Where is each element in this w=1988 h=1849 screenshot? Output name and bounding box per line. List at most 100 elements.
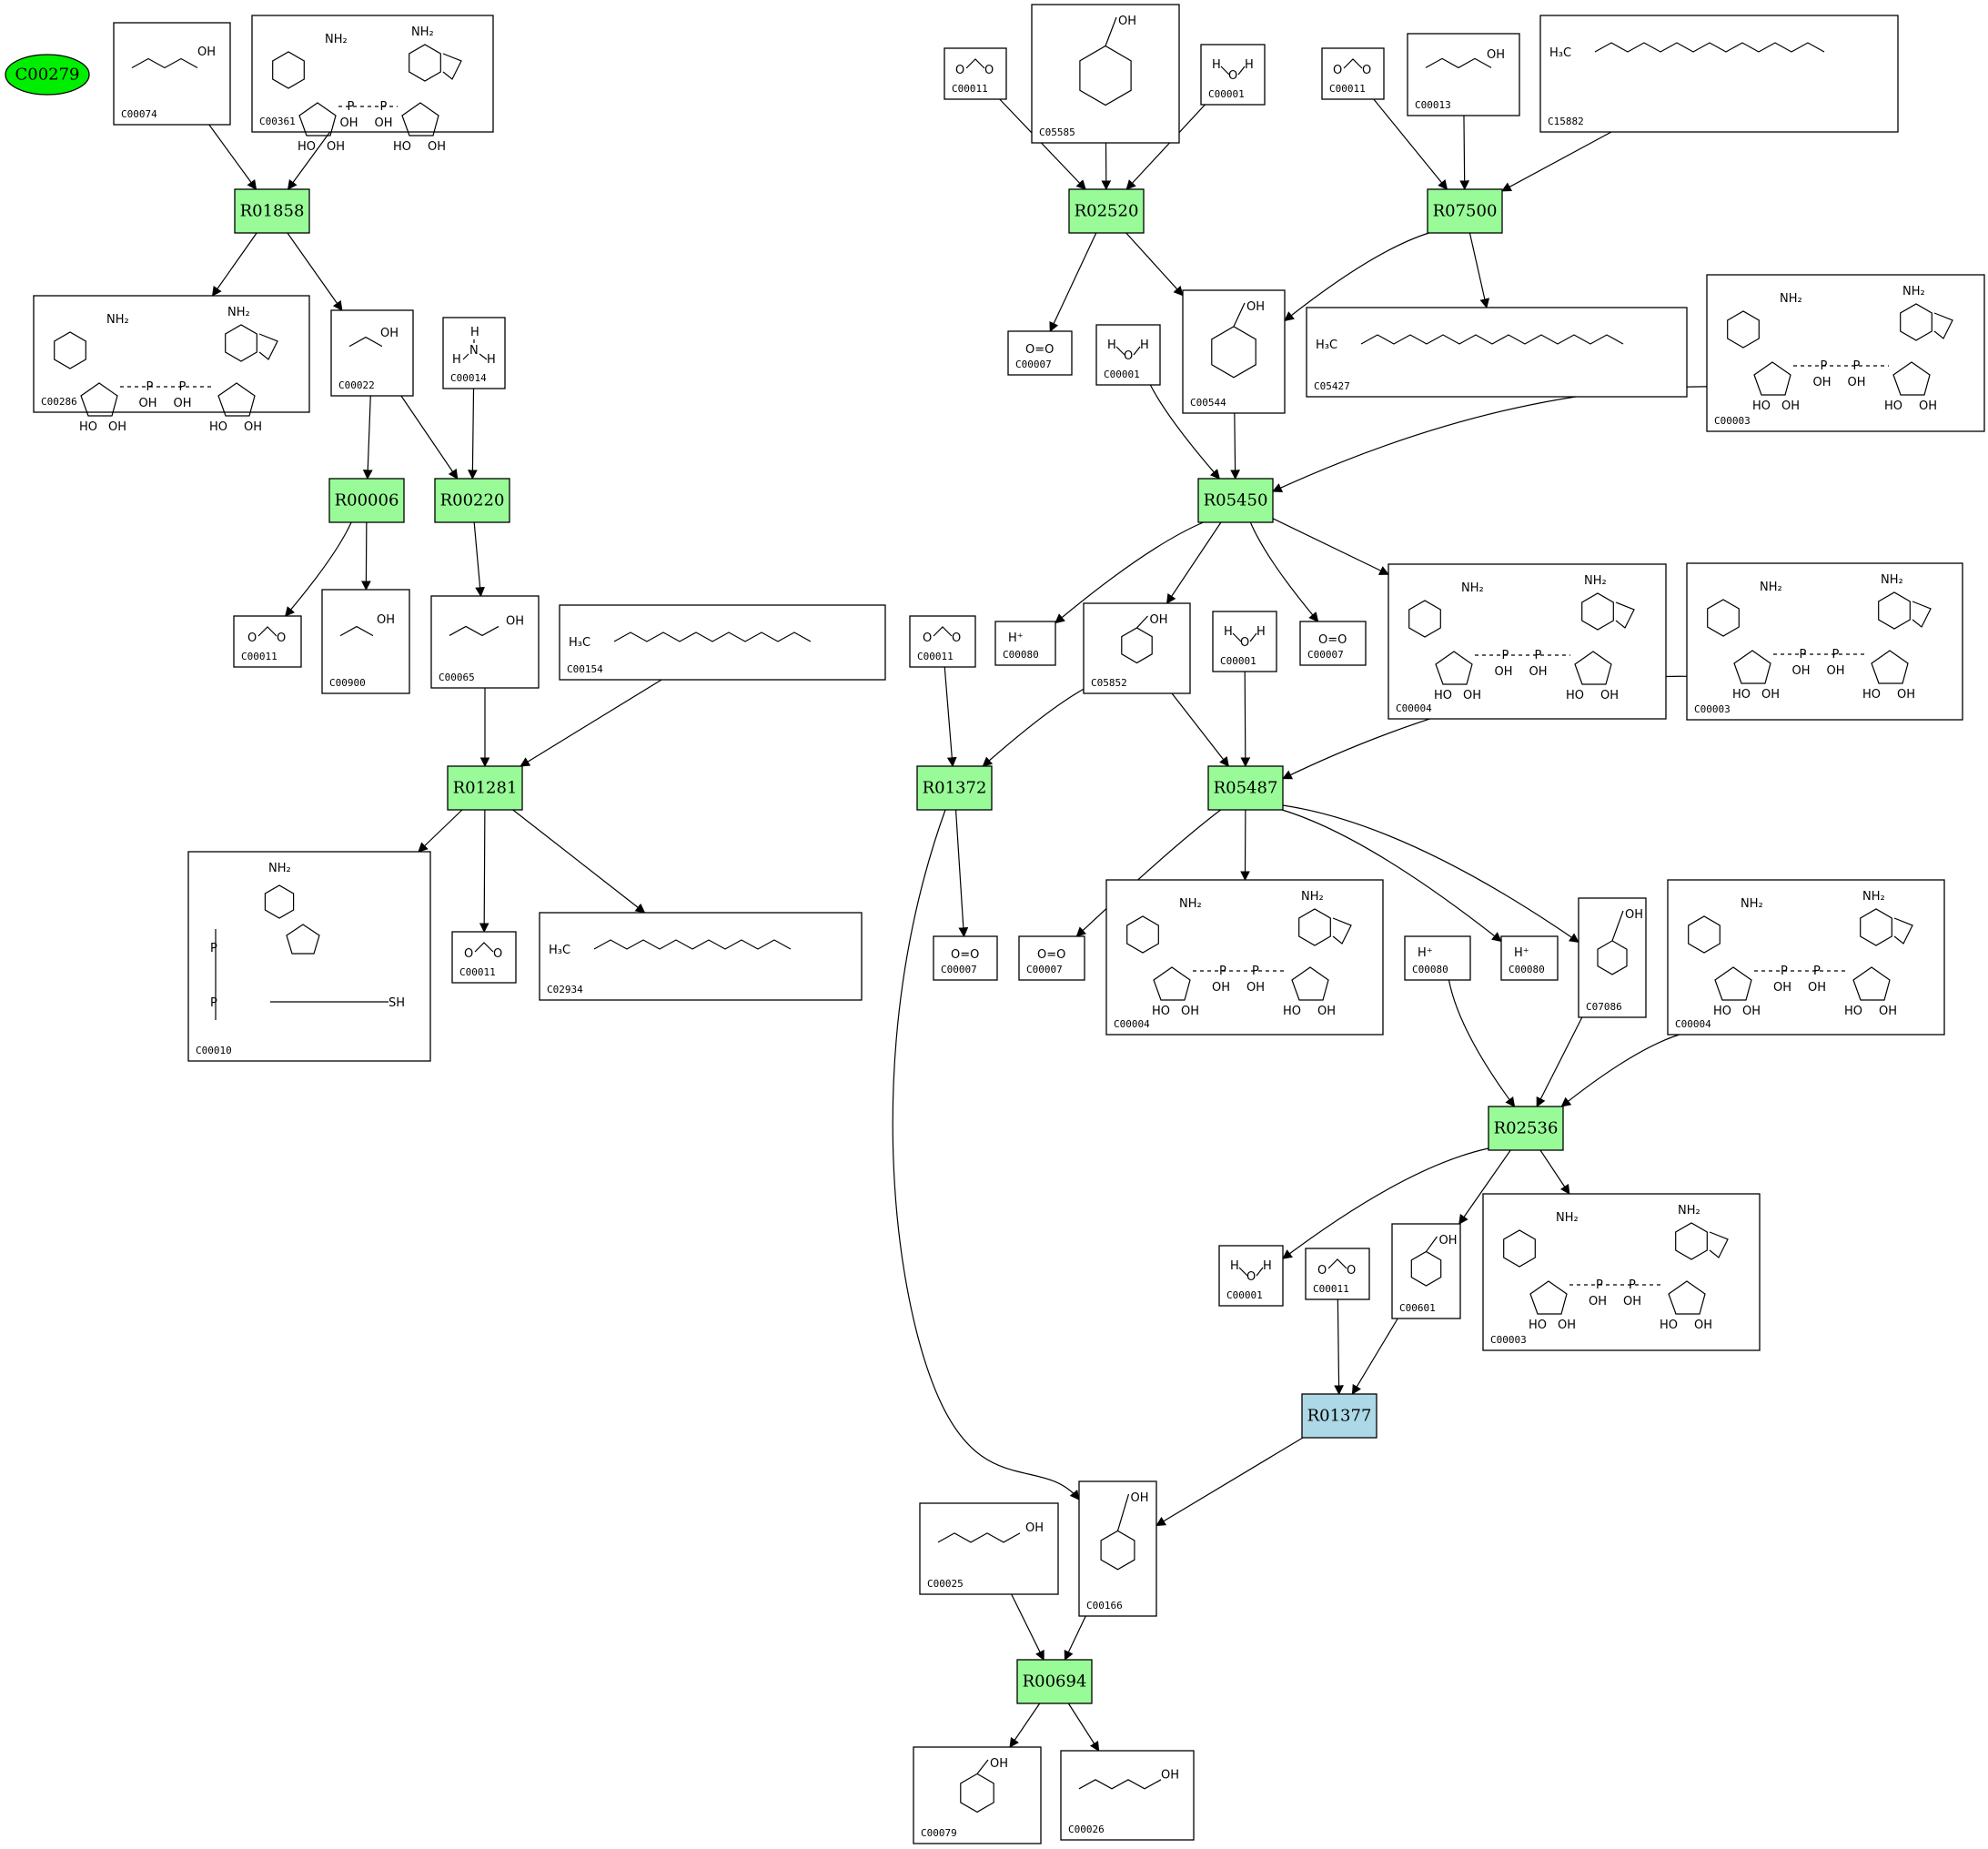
reaction-box[interactable] xyxy=(328,478,405,523)
compound-box[interactable] xyxy=(442,317,506,389)
compound-box[interactable] xyxy=(233,615,302,668)
compound-box[interactable] xyxy=(944,47,1007,100)
reaction-box[interactable] xyxy=(1068,188,1145,234)
reaction-box[interactable] xyxy=(234,188,310,234)
reaction-node-R07500[interactable]: R07500 xyxy=(1427,188,1503,234)
compound-box[interactable] xyxy=(1686,562,1963,721)
compound-box[interactable] xyxy=(1388,563,1667,720)
compound-box[interactable] xyxy=(1095,324,1161,386)
reaction-box[interactable] xyxy=(1197,478,1274,523)
compound-box[interactable] xyxy=(1018,935,1085,981)
compound-box[interactable] xyxy=(187,851,431,1062)
compound-box[interactable] xyxy=(1306,307,1688,398)
compound-box[interactable] xyxy=(33,295,310,413)
compound-box[interactable] xyxy=(1105,879,1384,1036)
compound-node-C00080[interactable]: H⁺C00080 xyxy=(1500,935,1559,981)
compound-box[interactable] xyxy=(1031,4,1180,144)
compound-box[interactable] xyxy=(1060,1750,1195,1841)
compound-box[interactable] xyxy=(1404,935,1471,981)
reaction-box[interactable] xyxy=(1488,1106,1564,1151)
compound-box[interactable] xyxy=(430,595,540,689)
compound-box[interactable] xyxy=(1299,621,1367,666)
reaction-node-R01858[interactable]: R01858 xyxy=(234,188,310,234)
compound-box[interactable] xyxy=(1482,1193,1761,1351)
compound-node-C00080[interactable]: H⁺C00080 xyxy=(1404,935,1471,981)
reaction-box[interactable] xyxy=(916,765,993,811)
compound-node-C00080[interactable]: H⁺C00080 xyxy=(994,621,1056,666)
reaction-box[interactable] xyxy=(447,765,523,811)
start-compound-ellipse[interactable] xyxy=(5,54,90,96)
compound-box[interactable] xyxy=(1007,330,1073,376)
reaction-node-R05450[interactable]: R05450 xyxy=(1197,478,1274,523)
compound-box[interactable] xyxy=(1321,47,1385,100)
reaction-box[interactable] xyxy=(434,478,510,523)
compound-box[interactable] xyxy=(451,931,517,984)
compound-box[interactable] xyxy=(1539,15,1899,133)
compound-box[interactable] xyxy=(1578,897,1647,1018)
reaction-box[interactable] xyxy=(1016,1659,1093,1704)
compound-box[interactable] xyxy=(1078,1480,1157,1617)
compound-box[interactable] xyxy=(1500,935,1559,981)
reaction-node-R00694[interactable]: R00694 xyxy=(1016,1659,1093,1704)
compound-box[interactable] xyxy=(1407,33,1520,116)
reaction-box[interactable] xyxy=(1427,188,1503,234)
compound-box[interactable] xyxy=(539,912,863,1001)
compound-box[interactable] xyxy=(1200,44,1266,106)
reaction-node-R01377[interactable]: R01377 xyxy=(1301,1393,1377,1439)
compound-box[interactable] xyxy=(1667,879,1945,1036)
compound-box[interactable] xyxy=(933,935,998,981)
compound-box[interactable] xyxy=(994,621,1056,666)
reaction-box[interactable] xyxy=(1207,765,1284,811)
reaction-node-R02520[interactable]: R02520 xyxy=(1068,188,1145,234)
compound-box[interactable] xyxy=(251,15,494,133)
reaction-node-R02536[interactable]: R02536 xyxy=(1488,1106,1564,1151)
compound-box[interactable] xyxy=(1391,1223,1461,1319)
reaction-node-R01281[interactable]: R01281 xyxy=(447,765,523,811)
reaction-node-R00220[interactable]: R00220 xyxy=(434,478,510,523)
compound-box[interactable] xyxy=(909,615,976,668)
compound-box[interactable] xyxy=(1706,274,1985,432)
compound-box[interactable] xyxy=(1305,1248,1370,1300)
reaction-box[interactable] xyxy=(1301,1393,1377,1439)
compound-box[interactable] xyxy=(913,1746,1042,1844)
compound-box[interactable] xyxy=(1182,289,1286,414)
start-compound-node[interactable]: C00279 xyxy=(5,54,90,96)
